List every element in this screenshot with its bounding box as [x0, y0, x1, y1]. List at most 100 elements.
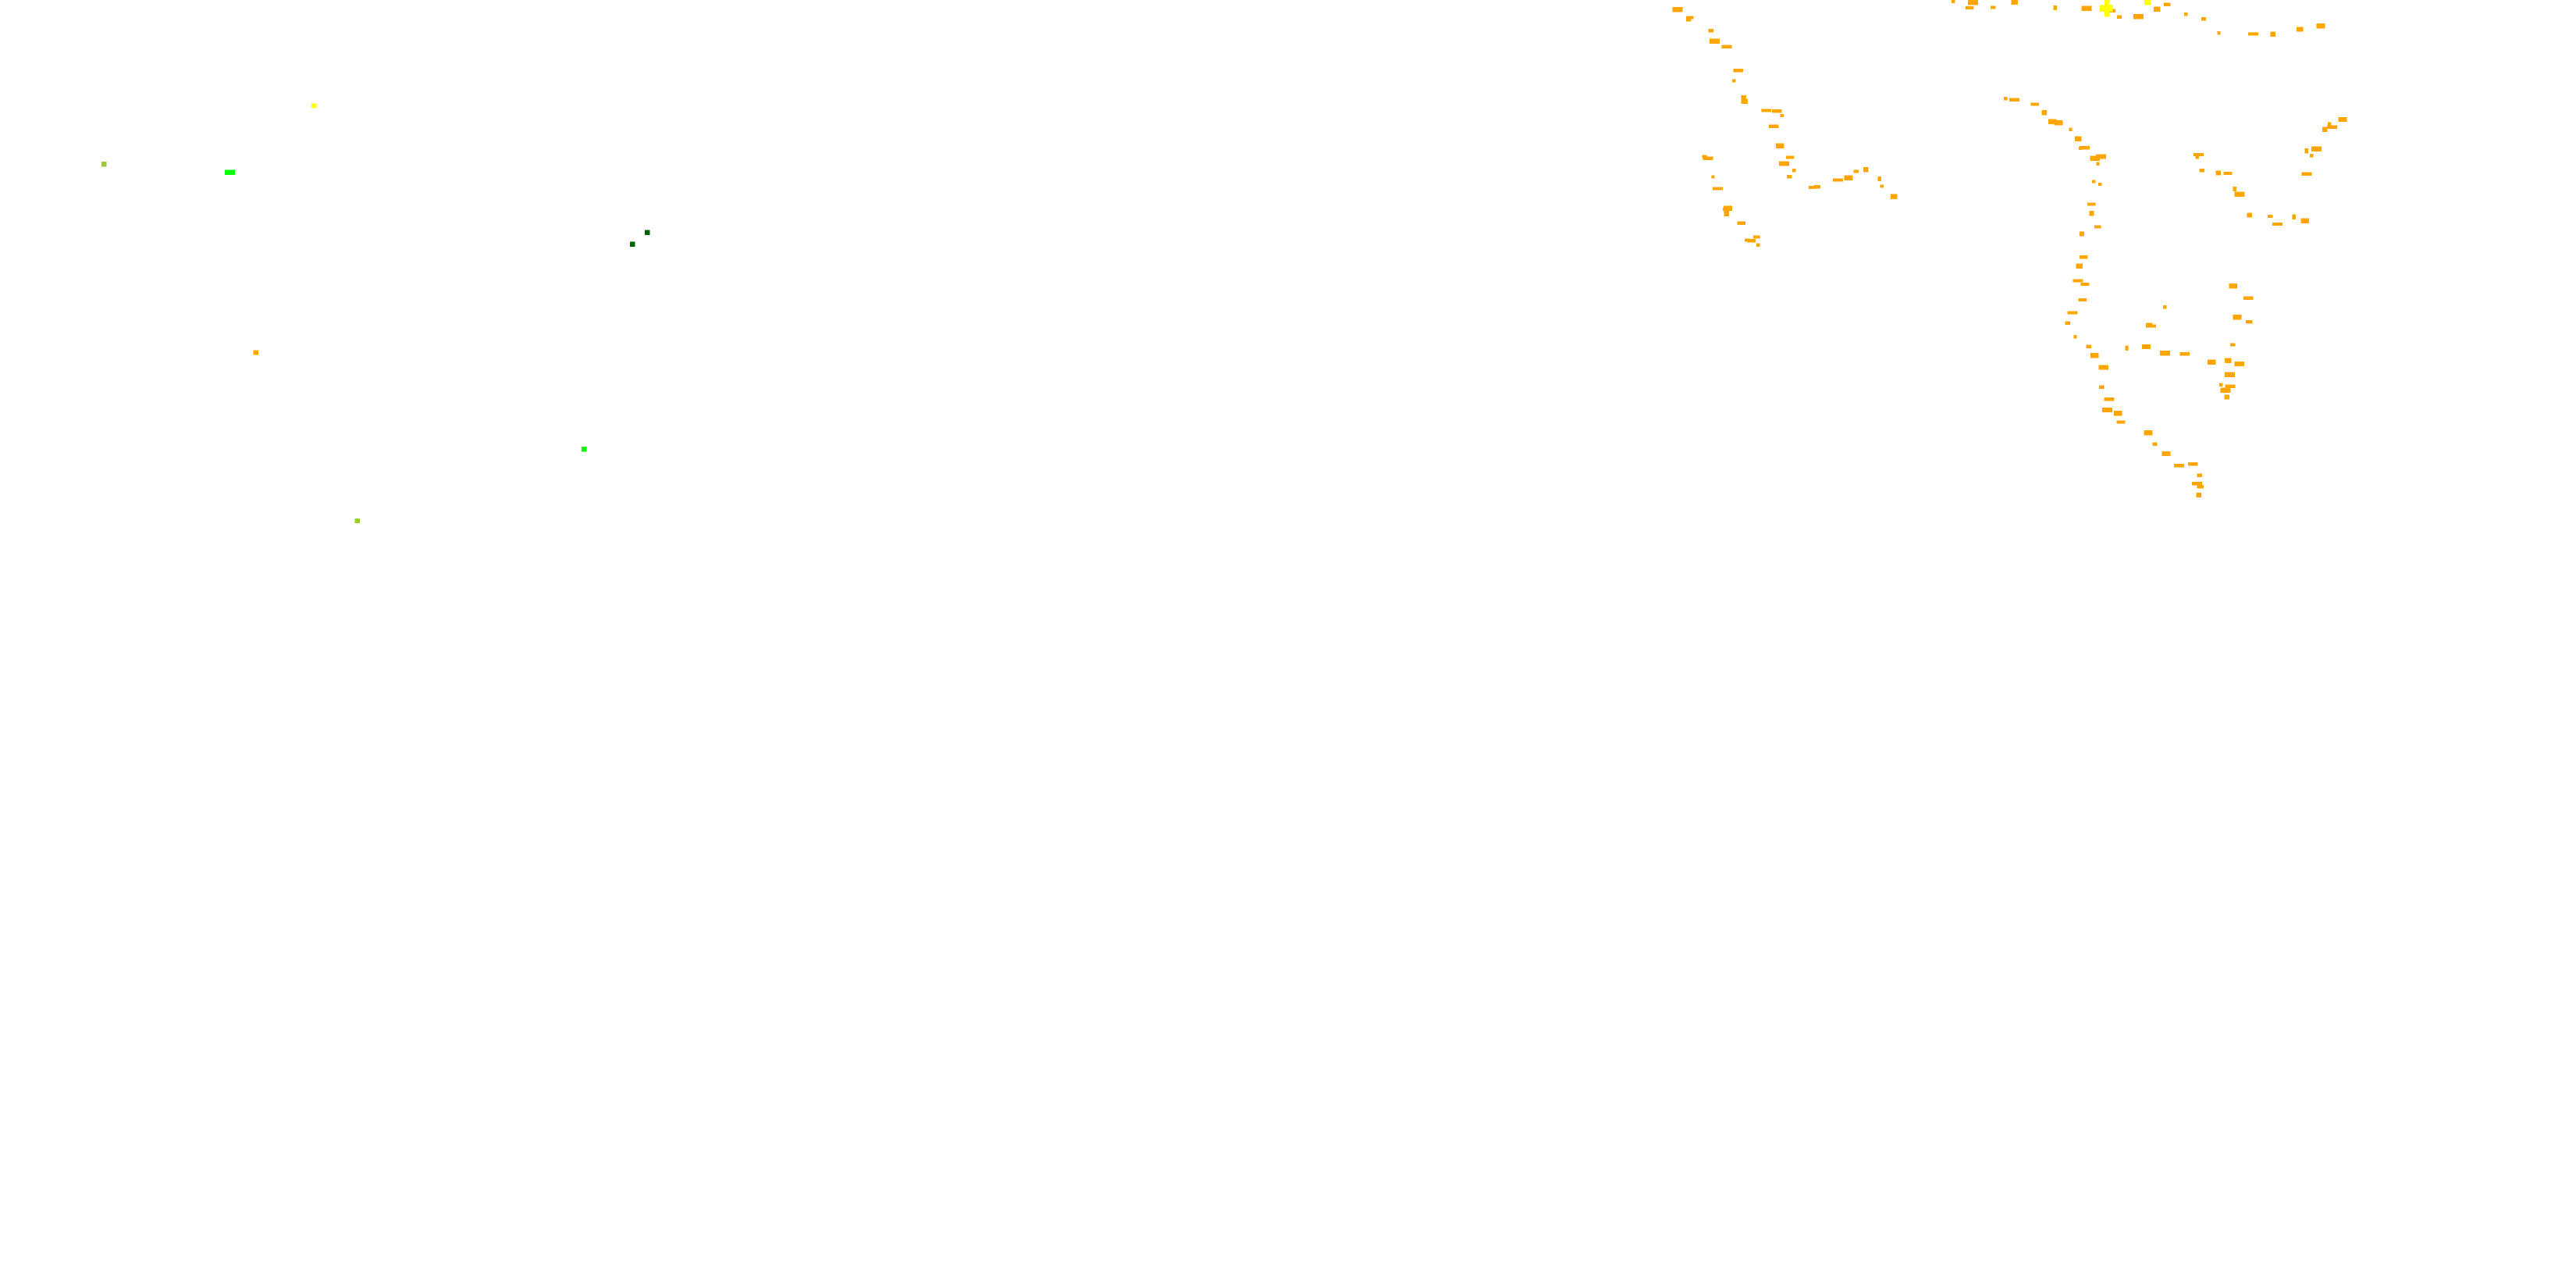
- yellow-dot: [2104, 0, 2110, 17]
- orange-dot: [1737, 221, 1746, 225]
- orange-dot: [1713, 187, 1723, 191]
- orange-dot: [2338, 116, 2347, 123]
- orange-dot: [2225, 384, 2236, 388]
- orange-dot: [1771, 109, 1782, 113]
- marker-dot: [225, 169, 235, 176]
- orange-dot: [2199, 169, 2204, 173]
- orange-dot: [1732, 79, 1736, 83]
- orange-dot: [1991, 5, 1996, 9]
- orange-dot: [2219, 383, 2223, 387]
- orange-dot: [2243, 296, 2254, 300]
- orange-dot: [1813, 185, 1821, 189]
- orange-dot: [2114, 411, 2122, 416]
- orange-dot: [2297, 27, 2304, 32]
- orange-dot: [1733, 69, 1744, 73]
- orange-dot: [2053, 5, 2057, 11]
- orange-dot: [1808, 185, 1816, 190]
- orange-dot: [2310, 154, 2314, 158]
- marker-dot: [101, 162, 107, 167]
- orange-dot: [1880, 184, 1884, 188]
- marker-dot: [354, 518, 361, 524]
- orange-dot: [2076, 263, 2083, 269]
- orange-dot: [2142, 344, 2151, 350]
- orange-dot: [2099, 385, 2105, 389]
- orange-dot: [2217, 31, 2221, 35]
- orange-dot: [1844, 175, 1853, 180]
- orange-dot: [2163, 305, 2167, 309]
- orange-dot: [2328, 122, 2332, 127]
- orange-dot: [1686, 16, 1692, 22]
- orange-dot: [2196, 492, 2201, 498]
- left-marker-group: [101, 103, 650, 524]
- marker-dot: [311, 103, 317, 109]
- orange-dot: [2187, 462, 2198, 466]
- orange-dot: [1741, 98, 1749, 105]
- orange-dot: [2089, 211, 2094, 216]
- orange-dot: [1952, 0, 1955, 3]
- orange-dot: [2146, 323, 2153, 326]
- orange-dot: [2247, 212, 2252, 218]
- orange-dot: [1965, 5, 1974, 10]
- orange-dot: [1761, 109, 1772, 112]
- orange-dot: [2225, 372, 2235, 377]
- orange-dot: [2102, 407, 2112, 413]
- orange-dot: [2208, 359, 2216, 365]
- orange-dot: [1721, 45, 1732, 48]
- orange-dot: [2248, 32, 2258, 36]
- orange-dot: [2079, 231, 2085, 237]
- orange-dot: [2327, 125, 2337, 129]
- orange-dot: [2311, 146, 2322, 151]
- orange-dot: [2080, 282, 2090, 287]
- orange-dot: [1787, 175, 1792, 179]
- orange-dot: [2304, 148, 2308, 154]
- orange-dot: [2080, 146, 2090, 150]
- orange-dot: [2300, 218, 2310, 224]
- orange-dot: [2090, 353, 2099, 358]
- marker-dot: [582, 447, 587, 452]
- orange-dot: [1702, 155, 1707, 159]
- orange-dot: [2272, 222, 2282, 226]
- orange-dot: [1708, 29, 1714, 33]
- orange-dot: [2054, 120, 2063, 126]
- orange-dot: [1741, 95, 1747, 101]
- orange-dot: [2201, 17, 2207, 21]
- orange-dot: [1853, 169, 1859, 173]
- orange-dot: [2246, 320, 2253, 324]
- orange-dot: [1756, 243, 1760, 247]
- orange-dot: [2179, 352, 2190, 356]
- orange-dot: [2098, 182, 2102, 187]
- marker-dot: [253, 350, 258, 355]
- orange-dot: [2094, 225, 2101, 229]
- orange-dot: [2096, 154, 2106, 159]
- orange-dot: [2292, 214, 2296, 219]
- orange-dot: [2133, 14, 2144, 20]
- orange-dot: [1672, 6, 1683, 12]
- orange-dot: [2081, 5, 2092, 11]
- yellow-dot: [2144, 0, 2151, 5]
- orange-dot: [2161, 451, 2171, 457]
- orange-dot: [1785, 155, 1795, 159]
- orange-dot: [1745, 238, 1750, 242]
- orange-dot: [2067, 311, 2078, 315]
- orange-dot: [1747, 239, 1756, 243]
- orange-dot: [2234, 191, 2245, 197]
- orange-dot: [1779, 161, 1789, 166]
- orange-dot: [2048, 119, 2057, 125]
- orange-dot: [2322, 127, 2328, 132]
- orange-dot: [2233, 186, 2236, 192]
- orange-dot: [2270, 31, 2275, 37]
- orange-dot: [2092, 180, 2096, 184]
- orange-dot: [2009, 98, 2019, 102]
- orange-dot: [2194, 152, 2204, 157]
- orange-dot: [1768, 124, 1779, 128]
- orange-dot: [2220, 387, 2231, 393]
- orange-dot: [2197, 473, 2202, 477]
- orange-dot: [2041, 110, 2047, 116]
- orange-dot: [2195, 155, 2199, 159]
- orange-dot: [2098, 365, 2109, 370]
- marker-dot: [645, 230, 650, 235]
- orange-dot: [2069, 127, 2073, 131]
- orange-dot: [2268, 214, 2273, 219]
- orange-dot: [1780, 113, 1784, 118]
